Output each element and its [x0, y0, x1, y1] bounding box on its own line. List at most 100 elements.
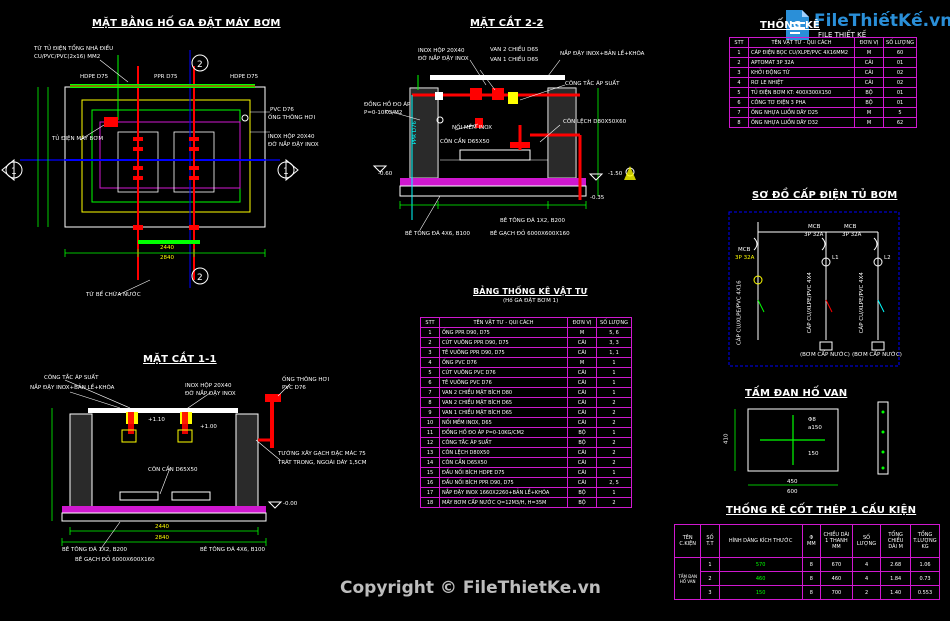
rebar-header-row: TÊN C.KIỆN SỐ T.T HÌNH DÁNG KÍCH THƯỚC Φ… [673, 524, 940, 558]
sec22-label-g: ĐỒNG HỒ ĐO ÁP [364, 102, 411, 108]
power-cable-1: CÁP CU/XLPE/PVC 4X16 [736, 280, 743, 346]
bom-row-cell: 17 [420, 487, 440, 498]
bom-row-cell: 9 [420, 407, 440, 418]
bom-row-cell: CÁI [567, 467, 597, 478]
cover-dim-w: 450 [787, 479, 798, 485]
sec22-level-1: -0.60 [378, 171, 393, 177]
sec22-label-d: VAN 1 CHIỀU D65 [490, 57, 539, 63]
top-table-title: THỐNG KÊ [760, 20, 820, 31]
plan-dim-2: 2840 [160, 255, 174, 261]
bom-row-cell: CÁI [567, 377, 597, 388]
bom-row-cell: 5, 6 [596, 327, 632, 338]
bom-title: BẢNG THỐNG KÊ VẬT TƯ [473, 287, 588, 296]
bom-row-cell: 6 [420, 377, 440, 388]
top-table-row-cell: CÁI [854, 57, 884, 68]
rebar-row-cell: 460 [718, 571, 803, 586]
bom-row-cell: CÁI [567, 447, 597, 458]
plan-label-g: ỐNG THÔNG HƠI [268, 115, 316, 121]
top-table-row-cell: 1 [729, 47, 749, 58]
bom-row-cell: ĐỒNG HỒ ĐO ÁP P=0-10KG/CM2 [439, 427, 568, 438]
cover-label-b: a150 [808, 425, 822, 431]
bom-header-cell: SỐ LƯỢNG [596, 317, 632, 328]
bom-row-cell: BỘ [567, 437, 597, 448]
rebar-row-cell: 1.84 [880, 571, 912, 586]
rebar-row-cell: 670 [820, 557, 853, 572]
top-table-row-cell: 7 [729, 107, 749, 118]
sec11-label-k: BÊ GẠCH ĐỎ 6000X600X160 [75, 557, 155, 563]
sec11-label-e: ỐNG THÔNG HƠI [282, 377, 330, 383]
rebar-row-cell: 8 [801, 571, 822, 586]
bom-row-cell: 2 [596, 407, 632, 418]
bom-row-cell: 2 [596, 417, 632, 428]
sec11-dim-2: 2840 [155, 535, 169, 541]
section-2-2 [372, 59, 636, 231]
plan-dim-1: 2440 [160, 245, 174, 251]
bom-row-cell: ỐNG PVC D76 [439, 357, 568, 368]
rebar-header-cell: TỔNG T.LƯỢNG KG [910, 524, 940, 558]
sec11-label-c: INOX HỘP 20X40 [185, 383, 232, 389]
top-header-cell: TÊN VẬT TƯ - QUI CÁCH [748, 37, 855, 48]
top-table-row-cell: 01 [883, 87, 917, 98]
plan-label-k: TỪ BỂ CHỨA NƯỚC [86, 292, 141, 298]
bom-row-cell: 1 [596, 387, 632, 398]
top-header-cell: STT [729, 37, 749, 48]
cover-label-a: Φ8 [808, 417, 816, 423]
bom-row-cell: ĐẦU NỐI BÍCH PPR D90, D75 [439, 477, 568, 488]
bom-row-cell: 2 [596, 437, 632, 448]
bom-row-cell: ĐẦU NỐI BÍCH HDPE D75 [439, 467, 568, 478]
top-table-row-cell: APTOMAT 3P 32A [748, 57, 855, 68]
top-table-row-cell: M [854, 117, 884, 128]
rebar-header-cell: CHIỀU DÀI 1 THANH MM [820, 524, 853, 558]
section-1-1 [51, 379, 291, 551]
logo-icon [786, 10, 809, 40]
bom-row-cell: CÁI [567, 407, 597, 418]
bom-row-cell: CÁI [567, 397, 597, 408]
bom-row-cell: 1 [596, 487, 632, 498]
plan-label-e: HDPE D75 [230, 74, 259, 80]
bom-row-cell: 2 [596, 497, 632, 508]
rebar-row-cell: 150 [718, 585, 803, 600]
bom-table: STT TÊN VẬT TƯ - QUI CÁCH ĐƠN VỊ SỐ LƯỢN… [420, 317, 632, 508]
sec11-label-i: CÔN CẦN D65X50 [148, 467, 198, 473]
sec22-label-e: NẮP ĐẬY INOX+BẢN LỀ+KHÓA [560, 51, 645, 57]
top-table-row-cell: KHỞI ĐỘNG TỪ [748, 67, 855, 78]
section-2-2-title: MẶT CẮT 2-2 [470, 18, 544, 29]
plan-label-j: TỦ ĐIỆN MÁY BƠM [52, 136, 104, 142]
top-table-row-cell: BỘ [854, 97, 884, 108]
bom-header-cell: TÊN VẬT TƯ - QUI CÁCH [439, 317, 568, 328]
top-table-row-cell: 5 [883, 107, 917, 118]
plan-label-f: PVC D76 [270, 107, 294, 113]
bom-row-cell: CÔN LỆCH D80X50 [439, 447, 568, 458]
sec22-label-a: INOX HỘP 20X40 [418, 48, 465, 54]
bom-row-cell: 18 [420, 497, 440, 508]
bom-row-cell: BỘ [567, 497, 597, 508]
top-table-row-cell: ỐNG NHỰA LUỒN DÂY D32 [748, 117, 855, 128]
bom-subtitle: (Hố GA ĐẶT BƠM 1) [503, 298, 559, 304]
sec11-dim-1: 2440 [155, 524, 169, 530]
power-mcb-3: MCB [844, 224, 857, 230]
top-table-row-cell: 01 [883, 97, 917, 108]
bom-row-cell: CÁI [567, 417, 597, 428]
bom-header-cell: ĐƠN VỊ [567, 317, 597, 328]
bom-row-cell: M [567, 327, 597, 338]
logo-text: FileThiếtKế.vn [814, 11, 950, 31]
top-table-row-cell: CÁP ĐIỆN BỌC CU/XLPE/PVC 4X16MM2 [748, 47, 855, 58]
bom-row-cell: 1 [596, 377, 632, 388]
top-table: STT TÊN VẬT TƯ - QUI CÁCH ĐƠN VỊ SỐ LƯỢN… [729, 37, 917, 128]
bom-row-cell: CÁI [567, 347, 597, 358]
sec22-label-j: CÔN CẦN D65X50 [440, 139, 490, 145]
bom-row-cell: 16 [420, 477, 440, 488]
cover-dim-d1: 600 [787, 489, 798, 495]
